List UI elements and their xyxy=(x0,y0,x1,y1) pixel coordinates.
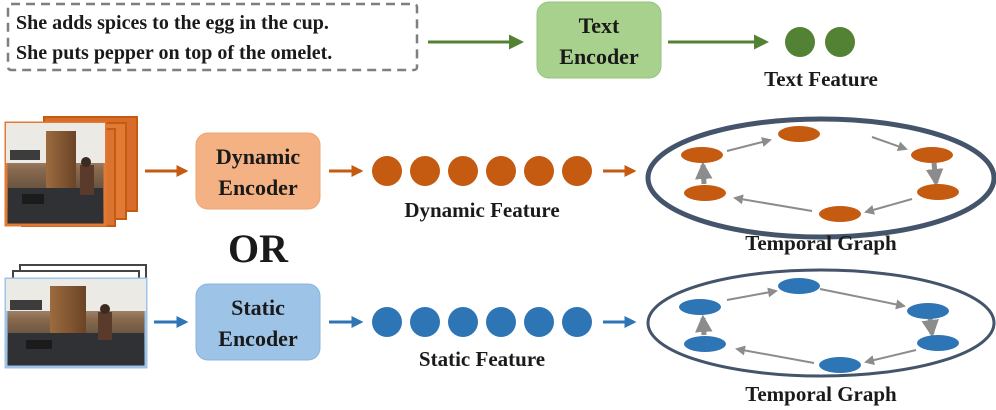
text-feature-dot xyxy=(825,27,855,57)
static-graph-label: Temporal Graph xyxy=(745,382,897,406)
graph-node xyxy=(917,184,959,200)
graph-node xyxy=(917,335,959,351)
static-frame-kitchen xyxy=(4,277,148,369)
video-frame-kitchen xyxy=(4,121,107,227)
graph-edge xyxy=(726,287,778,301)
text-feature-dots xyxy=(785,27,855,57)
graph-node xyxy=(684,336,726,352)
static-feature-dot xyxy=(524,307,554,337)
graph-node xyxy=(911,147,953,163)
caption-line-1: She adds spices to the egg in the cup. xyxy=(16,12,329,34)
static-feature-dot xyxy=(486,307,516,337)
graph-node xyxy=(684,185,726,201)
graph-node xyxy=(778,278,820,294)
graph-node xyxy=(778,126,820,142)
dynamic-encoder-label-2: Encoder xyxy=(218,175,298,200)
graph-node xyxy=(819,206,861,222)
dynamic-feature-dots xyxy=(372,156,592,186)
text-encoder-label-1: Text xyxy=(579,13,620,38)
dynamic-feature-dot xyxy=(372,156,402,186)
graph-edge xyxy=(819,288,906,310)
or-label: OR xyxy=(228,226,289,271)
text-encoder-box: Text Encoder xyxy=(536,1,662,79)
static-image-stack xyxy=(4,264,148,369)
dynamic-graph-label: Temporal Graph xyxy=(745,231,897,255)
graph-edge xyxy=(925,162,944,187)
dynamic-temporal-graph xyxy=(645,116,996,240)
dynamic-feature-dot xyxy=(448,156,478,186)
graph-node xyxy=(907,303,949,319)
graph-edge xyxy=(733,194,813,212)
graph-edge xyxy=(694,161,713,185)
graph-node xyxy=(819,357,861,373)
graph-edge xyxy=(735,345,815,364)
text-encoder-label-2: Encoder xyxy=(559,44,639,69)
static-encoder-label-1: Static xyxy=(231,295,285,320)
text-feature-dot xyxy=(785,27,815,57)
graph-edge xyxy=(921,317,939,338)
static-feature-dot xyxy=(372,307,402,337)
dynamic-feature-dot xyxy=(524,156,554,186)
graph-node xyxy=(679,299,721,315)
dynamic-encoder-box: Dynamic Encoder xyxy=(195,132,321,210)
dynamic-feature-dot xyxy=(486,156,516,186)
dynamic-feature-dot xyxy=(562,156,592,186)
dynamic-feature-dot xyxy=(410,156,440,186)
static-feature-dot xyxy=(448,307,478,337)
dynamic-feature-label: Dynamic Feature xyxy=(404,198,559,222)
text-feature-label: Text Feature xyxy=(764,67,878,91)
caption-box: She adds spices to the egg in the cup. S… xyxy=(6,2,419,72)
caption-line-2: She puts pepper on top of the omelet. xyxy=(16,42,332,64)
graph-edge xyxy=(864,198,913,215)
dynamic-video-clip xyxy=(4,116,138,227)
static-encoder-label-2: Encoder xyxy=(218,326,298,351)
static-feature-dots xyxy=(372,307,592,337)
static-feature-dot xyxy=(562,307,592,337)
static-feature-dot xyxy=(410,307,440,337)
dynamic-encoder-label-1: Dynamic xyxy=(216,144,301,169)
static-feature-label: Static Feature xyxy=(419,347,545,371)
static-temporal-graph xyxy=(646,268,996,378)
graph-node xyxy=(681,147,723,163)
static-encoder-box: Static Encoder xyxy=(195,283,321,361)
graph-edge xyxy=(871,136,908,152)
graph-edge xyxy=(695,314,713,336)
graph-edge xyxy=(864,349,917,365)
graph-edge xyxy=(726,137,772,152)
